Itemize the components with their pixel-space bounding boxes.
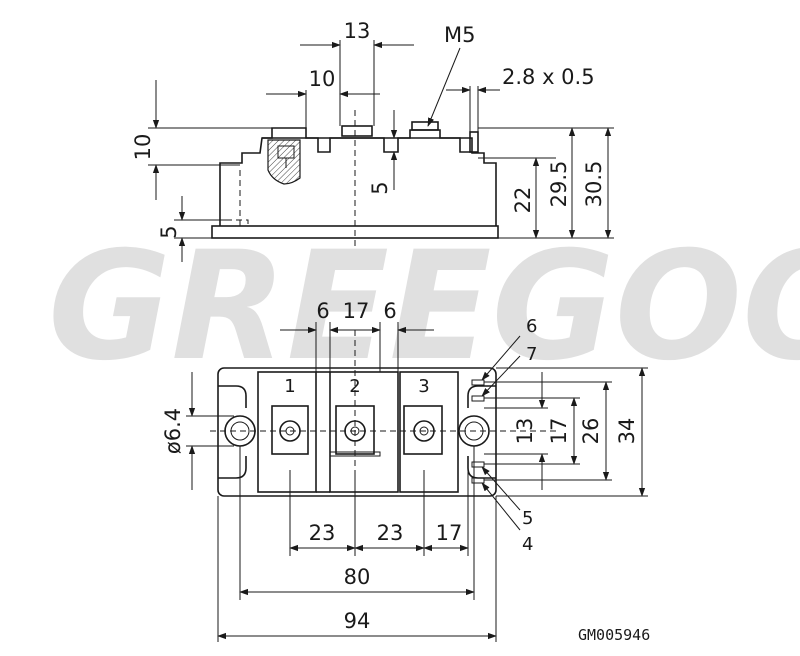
dim-13: 13	[344, 19, 371, 43]
pin-label-6: 6	[526, 316, 537, 337]
watermark-logo: GREEGOO	[48, 220, 800, 394]
dim-10-top: 10	[309, 67, 336, 91]
terminal-pad-3	[403, 405, 443, 455]
label-m5: M5	[444, 23, 475, 47]
pin-label-3: 3	[418, 376, 429, 397]
compartment-2	[329, 371, 399, 493]
pin-label-5: 5	[522, 508, 533, 529]
dim-29-5: 29.5	[547, 161, 571, 208]
dim-26: 26	[579, 418, 603, 445]
dim-17-bottom: 17	[436, 521, 463, 545]
compartment-3	[399, 371, 459, 493]
dim-23-b: 23	[377, 521, 404, 545]
drawing-reference: GM005946	[578, 626, 650, 644]
dim-17-right: 17	[547, 418, 571, 445]
dim-34: 34	[615, 418, 639, 445]
pin-label-2: 2	[349, 376, 360, 397]
terminal-profile	[262, 127, 472, 153]
dim-5-left: 5	[157, 225, 181, 238]
terminal-nut-center	[341, 125, 373, 137]
dim-30-5: 30.5	[582, 161, 606, 208]
dim-22: 22	[511, 187, 535, 214]
dim-6-right: 6	[383, 299, 396, 323]
compartment-1	[257, 371, 317, 493]
housing-outline	[219, 137, 497, 226]
aux-pin-7	[471, 395, 485, 402]
dim-2-8x0-5: 2.8 x 0.5	[502, 65, 595, 89]
mount-slot-left-top	[218, 385, 247, 408]
terminal-section-hatched	[267, 139, 301, 185]
dim-80: 80	[344, 565, 371, 589]
top-view: 1 2 3 6 7 5 4 6 17 6 ø6.4	[161, 299, 648, 642]
housing-top	[217, 367, 497, 497]
dim-17-top: 17	[343, 299, 370, 323]
pin-label-1: 1	[284, 376, 295, 397]
dim-6-left: 6	[316, 299, 329, 323]
aux-pin	[469, 131, 479, 153]
dim-5-center: 5	[368, 181, 392, 194]
terminal-pad-1	[271, 405, 309, 455]
dim-13-right: 13	[513, 418, 537, 445]
dim-dia-6-4: ø6.4	[161, 408, 185, 454]
pin-label-4: 4	[522, 534, 533, 555]
dim-23-a: 23	[309, 521, 336, 545]
side-view: 13 10 M5 2.8 x 0.5 10 5 22 29.5 30.5	[131, 19, 614, 262]
mount-slot-right-top	[467, 385, 496, 408]
dim-10-left: 10	[131, 134, 155, 161]
pin-label-7: 7	[526, 344, 537, 365]
terminal-nut-right	[411, 121, 439, 131]
dim-94: 94	[344, 609, 371, 633]
